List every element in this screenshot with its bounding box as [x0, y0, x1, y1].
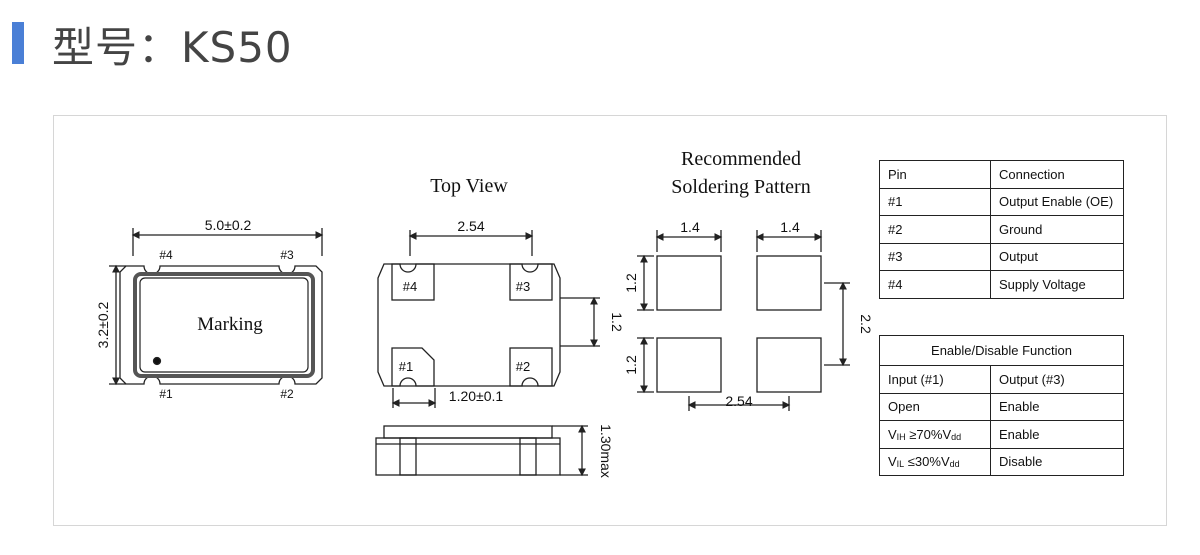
top-pin-label-2: #2	[516, 359, 530, 374]
table-row: #2 Ground	[879, 215, 1124, 244]
thickness-dim: 1.30max	[598, 424, 614, 478]
pin-label-3: #3	[280, 248, 294, 262]
table-row: #3 Output	[879, 242, 1124, 271]
table-header-row: Input (#1) Output (#3)	[879, 365, 1124, 394]
table-row: Open Enable	[879, 392, 1124, 421]
table-cell: #3	[879, 242, 991, 271]
solder-col-pitch: 2.54	[725, 393, 752, 409]
table-header: Pin	[879, 160, 991, 189]
package-width-dim: 5.0±0.2	[205, 217, 252, 233]
table-cell: Output Enable (OE)	[990, 187, 1124, 216]
table-title-row: Enable/Disable Function	[879, 335, 1124, 366]
top-view-title: Top View	[430, 175, 508, 197]
table-cell: Output	[990, 242, 1124, 271]
top-view-pitch-dim: 2.54	[457, 218, 484, 234]
top-view-pad-height-dim: 1.2	[609, 312, 625, 332]
table-cell: Enable	[990, 420, 1124, 449]
package-height-dim: 3.2±0.2	[95, 301, 111, 348]
top-pin-label-3: #3	[516, 279, 530, 294]
table-row: VIL ≤30%Vdd Disable	[879, 447, 1124, 476]
table-cell: VIH ≥70%Vdd	[879, 420, 991, 449]
table-header: Output (#3)	[990, 365, 1124, 394]
accent-bar	[12, 22, 24, 64]
side-profile	[375, 425, 561, 476]
table-header: Connection	[990, 160, 1124, 189]
table-cell: VIL ≤30%Vdd	[879, 447, 991, 476]
table-cell: Ground	[990, 215, 1124, 244]
top-view-pad-width-dim: 1.20±0.1	[449, 388, 504, 404]
solder-row-pitch: 2.2	[858, 314, 874, 334]
table-header-row: Pin Connection	[879, 160, 1124, 189]
solder-pads	[656, 255, 822, 393]
table-cell: #2	[879, 215, 991, 244]
table-cell: Supply Voltage	[990, 270, 1124, 299]
top-pin-label-4: #4	[403, 279, 417, 294]
table-cell: #4	[879, 270, 991, 299]
dimension-drawing: 5.0±0.2 3.2±0.2 #4 #3 #1 #2 Marking Top …	[95, 148, 874, 478]
pin-label-1: #1	[159, 387, 173, 401]
page-header: 型号：KS50	[0, 0, 1200, 80]
table-row: #1 Output Enable (OE)	[879, 187, 1124, 216]
table-cell: #1	[879, 187, 991, 216]
solder-pad-height-bottom: 1.2	[623, 355, 639, 375]
table-cell: Enable	[990, 392, 1124, 421]
top-pin-label-1: #1	[399, 359, 413, 374]
solder-pad-width-right: 1.4	[780, 219, 800, 235]
table-cell: Open	[879, 392, 991, 421]
marking-label: Marking	[197, 314, 263, 335]
table-row: VIH ≥70%Vdd Enable	[879, 420, 1124, 449]
table-cell: Disable	[990, 447, 1124, 476]
table-row: #4 Supply Voltage	[879, 270, 1124, 299]
soldering-title-line1: Recommended	[681, 148, 801, 170]
table-title: Enable/Disable Function	[879, 335, 1124, 366]
page-title: 型号：KS50	[52, 23, 293, 72]
diagram-panel: 5.0±0.2 3.2±0.2 #4 #3 #1 #2 Marking Top …	[53, 115, 1167, 526]
soldering-title-line2: Soldering Pattern	[671, 176, 810, 198]
pin-table: Pin Connection #1 Output Enable (OE) #2 …	[879, 160, 1124, 299]
function-table: Enable/Disable Function Input (#1) Outpu…	[879, 335, 1124, 476]
pin-label-2: #2	[280, 387, 294, 401]
pin-label-4: #4	[159, 248, 173, 262]
solder-pad-height-top: 1.2	[623, 273, 639, 293]
package-outline	[119, 265, 323, 385]
solder-pad-width-left: 1.4	[680, 219, 700, 235]
top-view-outline	[377, 263, 561, 387]
table-header: Input (#1)	[879, 365, 991, 394]
